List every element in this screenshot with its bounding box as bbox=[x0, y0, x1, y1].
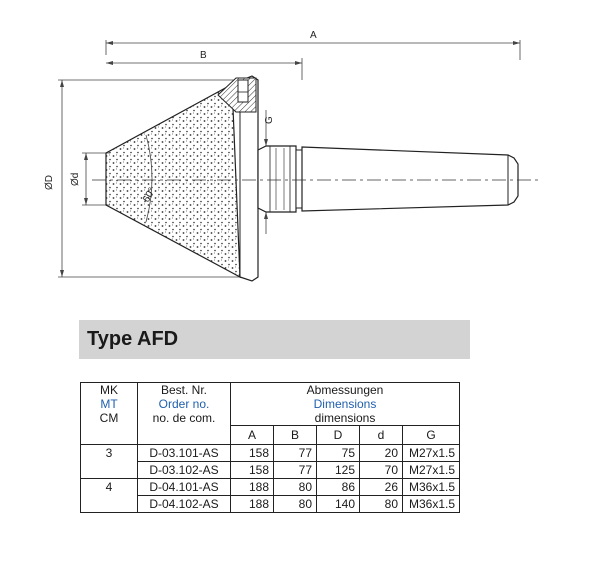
cell-b: 77 bbox=[273, 461, 317, 479]
cell-d: 125 bbox=[316, 461, 360, 479]
table-row: 4 D-04.101-AS 188 80 86 26 M36x1.5 bbox=[80, 478, 460, 496]
col-g-header: G bbox=[402, 425, 460, 445]
header-dims-en: Dimensions bbox=[313, 397, 377, 411]
threaded-neck bbox=[257, 145, 297, 213]
taper-shank bbox=[301, 146, 519, 212]
cell-a: 158 bbox=[230, 461, 274, 479]
cell-g: M36x1.5 bbox=[402, 478, 460, 496]
table-row: 3 D-03.101-AS 158 77 75 20 M27x1.5 bbox=[80, 444, 460, 462]
cell-g: M27x1.5 bbox=[402, 461, 460, 479]
dim-a-label: A bbox=[310, 30, 317, 41]
header-mk-fr: CM bbox=[99, 411, 119, 425]
cell-mk bbox=[80, 461, 138, 479]
header-order-en: Order no. bbox=[158, 397, 210, 411]
dimension-d: Ød bbox=[70, 152, 110, 206]
cell-b: 77 bbox=[273, 444, 317, 462]
col-small-d-header: d bbox=[359, 425, 403, 445]
cell-b: 80 bbox=[273, 495, 317, 513]
cell-order: D-03.102-AS bbox=[137, 461, 231, 479]
cell-a: 158 bbox=[230, 444, 274, 462]
header-mk-en: MT bbox=[100, 397, 118, 411]
header-order-cell: Best. Nr. Order no. no. de com. bbox=[137, 382, 231, 445]
col-d-header: D bbox=[316, 425, 360, 445]
table-row: D-03.102-AS 158 77 125 70 M27x1.5 bbox=[80, 461, 460, 479]
cell-small-d: 70 bbox=[359, 461, 403, 479]
cone-body bbox=[105, 78, 241, 279]
section-title: Type AFD bbox=[79, 320, 470, 359]
dim-b-label: B bbox=[200, 50, 207, 61]
cell-d: 86 bbox=[316, 478, 360, 496]
cell-mk: 3 bbox=[80, 444, 138, 462]
cell-g: M36x1.5 bbox=[402, 495, 460, 513]
header-dims-fr: dimensions bbox=[314, 411, 376, 425]
cell-d: 75 bbox=[316, 444, 360, 462]
dimension-a: A bbox=[105, 30, 521, 60]
col-b-header: B bbox=[273, 425, 317, 445]
header-order-fr: no. de com. bbox=[152, 411, 216, 425]
cell-a: 188 bbox=[230, 495, 274, 513]
table-row: D-04.102-AS 188 80 140 80 M36x1.5 bbox=[80, 495, 460, 513]
dim-od-label: ØD bbox=[44, 175, 55, 190]
header-mk-cell: MK MT CM bbox=[80, 382, 138, 445]
spec-table: MK MT CM Best. Nr. Order no. no. de com.… bbox=[80, 382, 460, 513]
dim-od-small-label: Ød bbox=[70, 173, 81, 186]
cell-small-d: 80 bbox=[359, 495, 403, 513]
header-mk-de: MK bbox=[100, 383, 118, 397]
cell-a: 188 bbox=[230, 478, 274, 496]
dimension-od: ØD bbox=[44, 79, 240, 278]
col-a-header: A bbox=[230, 425, 274, 445]
cell-b: 80 bbox=[273, 478, 317, 496]
table-subheader-row: A B D d G bbox=[81, 425, 460, 445]
cell-mk: 4 bbox=[80, 478, 138, 496]
dimension-g: G bbox=[264, 110, 275, 234]
table-header-row: MK MT CM Best. Nr. Order no. no. de com.… bbox=[80, 382, 460, 445]
cell-g: M27x1.5 bbox=[402, 444, 460, 462]
header-dims-de: Abmessungen bbox=[306, 383, 384, 397]
header-dimensions-cell: Abmessungen Dimensions dimensions bbox=[230, 382, 460, 426]
cell-mk bbox=[80, 495, 138, 513]
cell-order: D-04.101-AS bbox=[137, 478, 231, 496]
cell-order: D-04.102-AS bbox=[137, 495, 231, 513]
dimension-b: B bbox=[106, 50, 303, 80]
cell-d: 140 bbox=[316, 495, 360, 513]
technical-drawing: A B ØD Ød G 60 bbox=[44, 30, 540, 282]
dim-g-label: G bbox=[264, 116, 275, 124]
cell-small-d: 26 bbox=[359, 478, 403, 496]
cell-order: D-03.101-AS bbox=[137, 444, 231, 462]
cell-small-d: 20 bbox=[359, 444, 403, 462]
header-order-de: Best. Nr. bbox=[160, 383, 207, 397]
